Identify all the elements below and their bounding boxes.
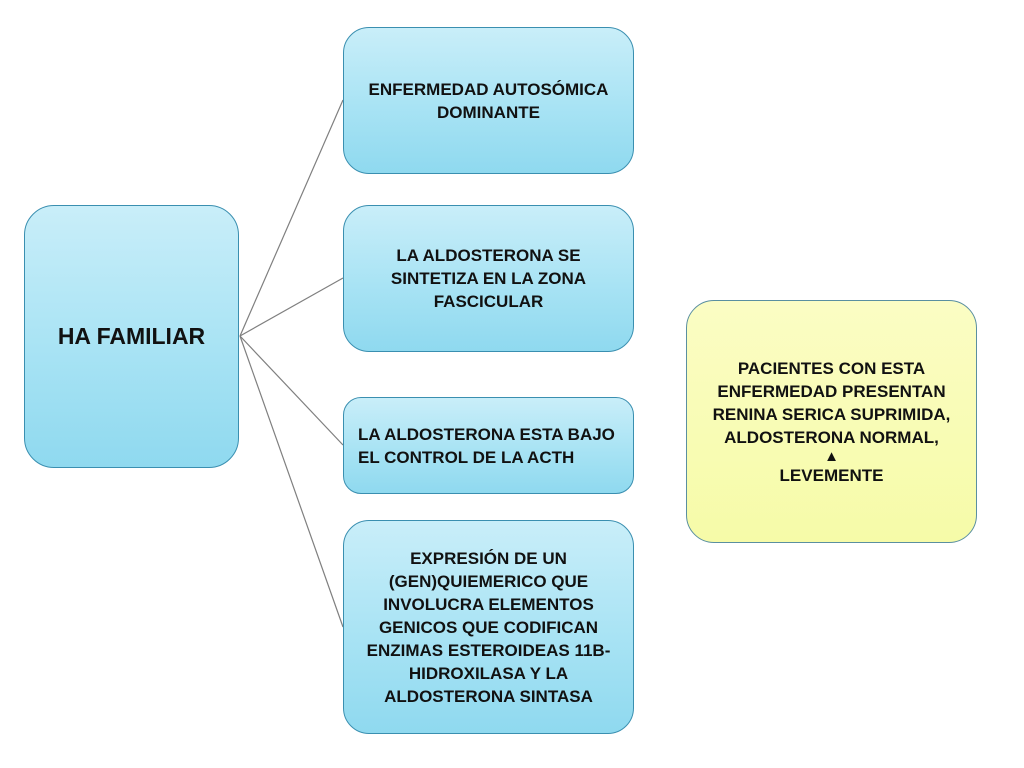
connector-root-child-2 [239, 277, 344, 337]
connector-root-child-1 [239, 99, 344, 337]
child-node-zona-fascicular: LA ALDOSTERONA SE SINTETIZA EN LA ZONA F… [343, 205, 634, 352]
child-node-label: ENFERMEDAD AUTOSÓMICA DOMINANTE [368, 79, 609, 122]
note-text-after: LEVEMENTE [779, 465, 884, 485]
child-node-autosomal-dominant: ENFERMEDAD AUTOSÓMICA DOMINANTE [343, 27, 634, 174]
root-node-label: HA FAMILIAR [57, 323, 206, 349]
child-node-label: LA ALDOSTERONA ESTA BAJO EL CONTROL DE L… [358, 424, 615, 467]
note-node-text: PACIENTES CON ESTA ENFERMEDAD PRESENTAN … [699, 357, 964, 487]
note-text-before: PACIENTES CON ESTA ENFERMEDAD PRESENTAN … [712, 358, 951, 447]
up-arrow-icon: ▲ [824, 447, 839, 465]
child-node-chimeric-gene: EXPRESIÓN DE UN (GEN)QUIEMERICO QUE INVO… [343, 520, 634, 734]
connector-root-child-4 [239, 335, 344, 628]
child-node-label: LA ALDOSTERONA SE SINTETIZA EN LA ZONA F… [390, 246, 587, 311]
connector-root-child-3 [239, 335, 344, 446]
child-node-acth-control: LA ALDOSTERONA ESTA BAJO EL CONTROL DE L… [343, 397, 634, 494]
note-node-patients: PACIENTES CON ESTA ENFERMEDAD PRESENTAN … [686, 300, 977, 543]
root-node: HA FAMILIAR [24, 205, 239, 468]
child-node-label: EXPRESIÓN DE UN (GEN)QUIEMERICO QUE INVO… [366, 548, 611, 706]
